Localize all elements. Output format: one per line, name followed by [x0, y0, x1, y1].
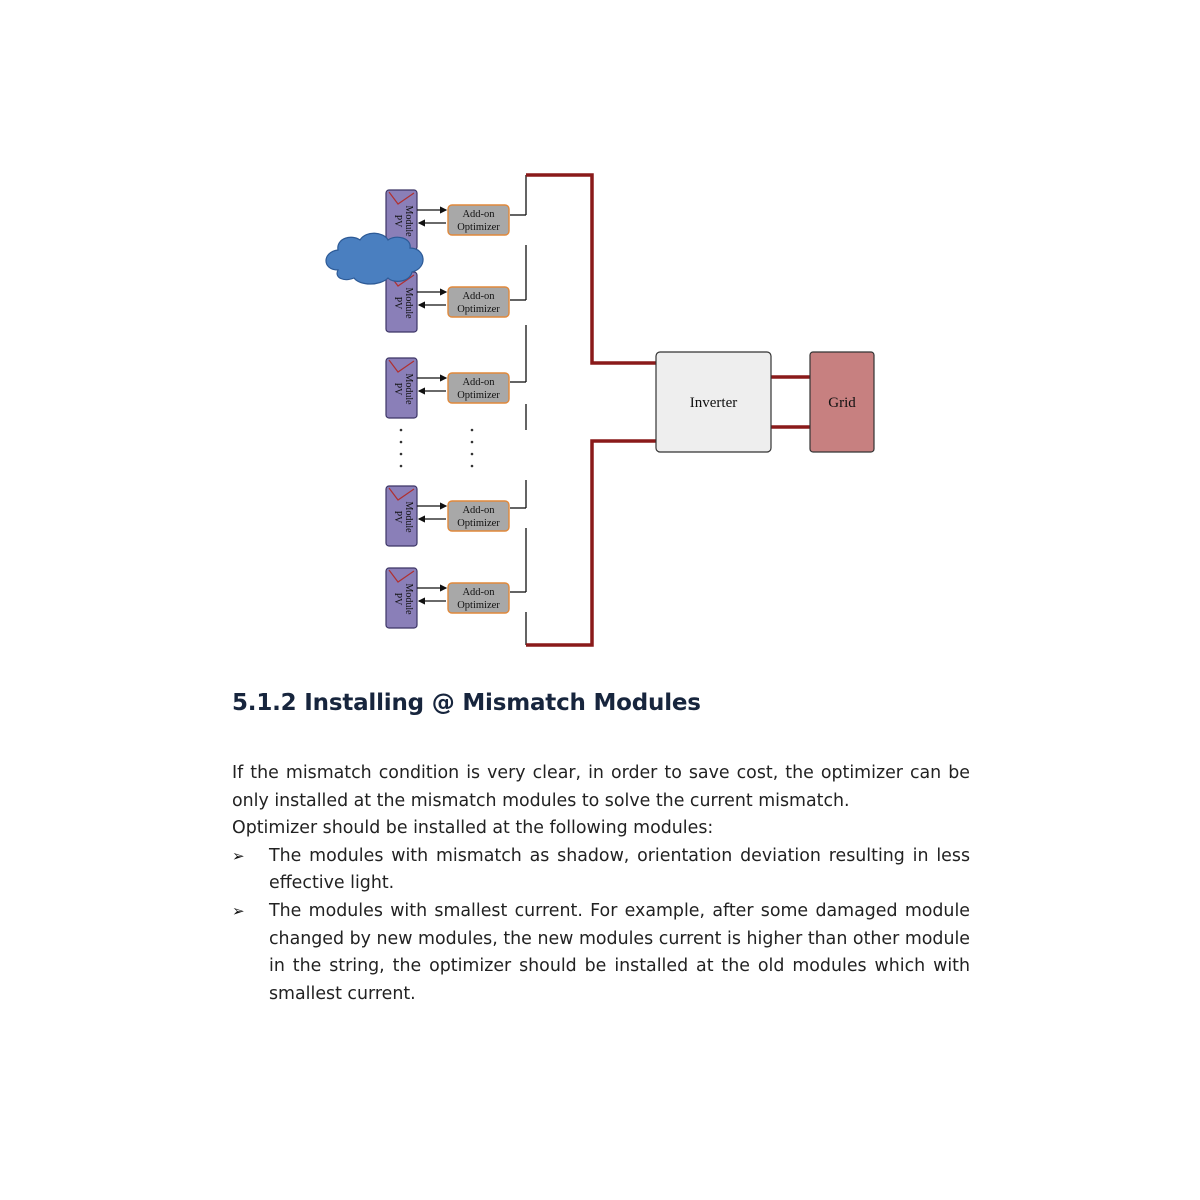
inverter-box: Inverter [655, 351, 772, 453]
optimizer-label: Optimizer [457, 304, 500, 315]
optimizer-label: Optimizer [457, 222, 500, 233]
section-body: If the mismatch condition is very clear,… [232, 760, 970, 1008]
optimizer-label: Add-on [462, 209, 495, 220]
optimizer-label: Add-on [462, 505, 495, 516]
pv-module-label: Module [403, 287, 414, 319]
power-lines [526, 173, 810, 647]
pv-module-label: PV [392, 593, 403, 607]
pv-symbol-icon [388, 487, 415, 501]
optimizer-label: Add-on [462, 587, 495, 598]
paragraph-intro: If the mismatch condition is very clear,… [232, 763, 970, 811]
pv-module-label: Module [403, 205, 414, 237]
section-heading: 5.1.2 Installing @ Mismatch Modules [232, 690, 701, 716]
cloud-icon [325, 232, 424, 285]
optimizer-label: Optimizer [457, 390, 500, 401]
list-item: ➢ The modules with mismatch as shadow, o… [232, 843, 970, 898]
grid-box: Grid [809, 351, 875, 453]
bullet-list: ➢ The modules with mismatch as shadow, o… [232, 843, 970, 1009]
optimizer-label: Optimizer [457, 518, 500, 529]
arrow-bullet-icon: ➢ [232, 846, 245, 865]
pv-module-label: PV [392, 383, 403, 397]
pv-module-label: Module [403, 501, 414, 533]
inverter-label: Inverter [690, 395, 737, 411]
ellipsis-dots [399, 428, 474, 468]
optimizer-label: Optimizer [457, 600, 500, 611]
paragraph-lead-in: Optimizer should be installed at the fol… [232, 818, 714, 839]
pv-module-label: PV [392, 511, 403, 525]
arrow-bullet-icon: ➢ [232, 901, 245, 920]
pv-module-label: PV [392, 297, 403, 311]
pv-module-label: Module [403, 373, 414, 405]
optimizer-label: Add-on [462, 291, 495, 302]
pv-symbol-icon [388, 191, 415, 205]
pv-symbol-icon [388, 569, 415, 583]
bullet-text: The modules with smallest current. For e… [269, 900, 970, 1004]
list-item: ➢ The modules with smallest current. For… [232, 898, 970, 1008]
pv-module-label: PV [392, 215, 403, 229]
bullet-text: The modules with mismatch as shadow, ori… [269, 845, 970, 894]
optimizer-label: Add-on [462, 377, 495, 388]
pv-symbol-icon [388, 359, 415, 373]
grid-label: Grid [828, 395, 856, 411]
string-wiring [510, 175, 527, 645]
pv-module-label: Module [403, 583, 414, 615]
